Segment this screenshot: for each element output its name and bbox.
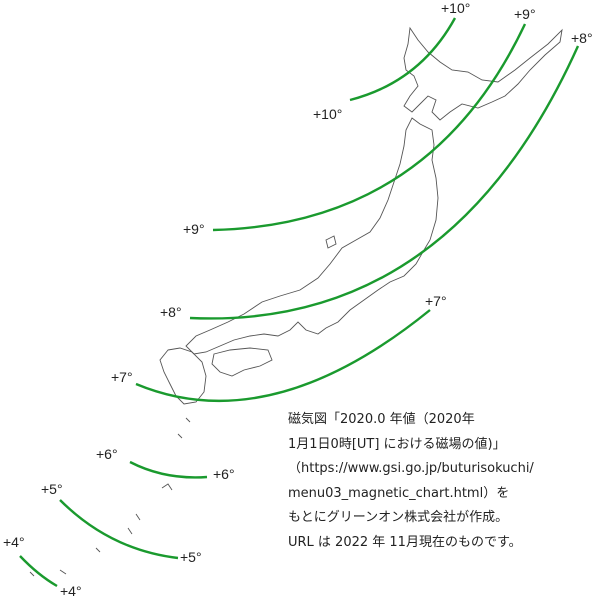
label-plus9-north: +9°	[514, 6, 536, 22]
shikoku	[211, 347, 273, 377]
label-plus7-east: +7°	[425, 293, 447, 309]
label-plus5-east: +5°	[180, 549, 202, 565]
label-plus9-south: +9°	[183, 221, 205, 237]
label-plus10-north: +10°	[441, 0, 471, 16]
isogonic-line-plus4	[19, 555, 58, 588]
caption-line: menu03_magnetic_chart.html）を	[288, 485, 510, 501]
isogonic-line-plus8	[189, 45, 580, 320]
label-plus4-east: +4°	[60, 583, 82, 599]
source-caption: 磁気図「2020.0 年値（2020年 1月1日0時[UT] における磁場の値)…	[288, 408, 534, 555]
isogonic-line-plus6	[129, 460, 208, 479]
isogonic-line-plus9	[212, 23, 527, 232]
isogonic-lines	[19, 17, 580, 588]
caption-line: 1月1日0時[UT] における磁場の値)」	[288, 436, 506, 452]
honshu	[185, 117, 439, 355]
isogonic-line-plus7	[135, 309, 431, 403]
kyushu	[159, 347, 207, 405]
label-plus8-north: +8°	[571, 30, 593, 46]
caption-line: 磁気図「2020.0 年値（2020年	[288, 412, 475, 427]
label-plus8-south: +8°	[160, 304, 182, 320]
caption-line: URL は 2022 年 11月現在のものです。	[288, 534, 522, 550]
label-plus6-west: +6°	[96, 446, 118, 462]
label-plus4-west: +4°	[3, 534, 25, 550]
hokkaido	[403, 26, 563, 121]
label-plus10-south: +10°	[313, 106, 343, 122]
label-plus5-west: +5°	[41, 481, 63, 497]
label-plus7-west: +7°	[111, 369, 133, 385]
isogonic-line-plus10	[349, 17, 457, 102]
japan-outline	[29, 26, 563, 583]
caption-line: （https://www.gsi.go.jp/buturisokuchi/	[288, 461, 534, 476]
sado	[325, 235, 337, 249]
caption-line: もとにグリーンオン株式会社が作成。	[288, 510, 509, 525]
label-plus6-east: +6°	[213, 466, 235, 482]
isogonic-line-plus5	[59, 499, 179, 560]
